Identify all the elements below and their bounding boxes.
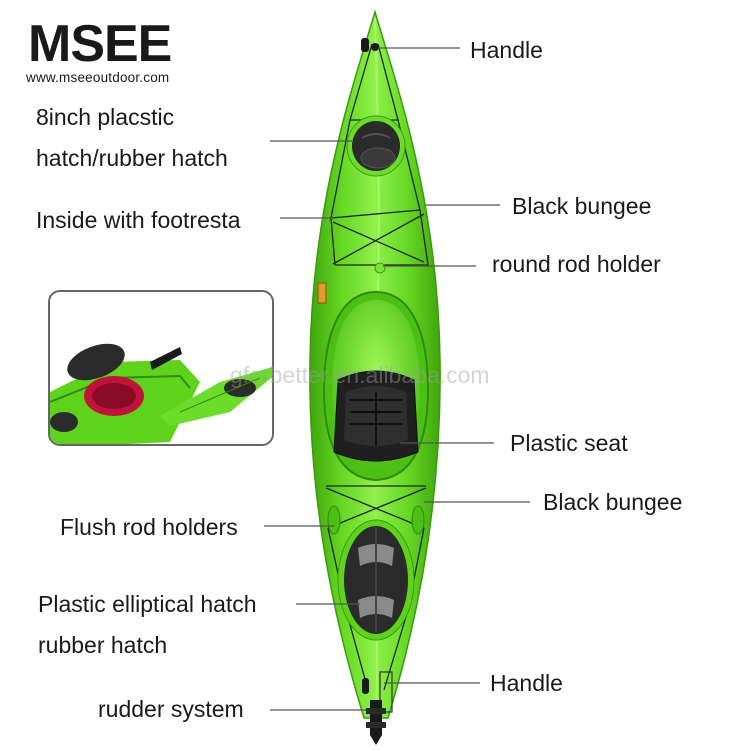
label-bungee-front: Black bungee	[512, 193, 652, 219]
rear-hatch	[337, 519, 415, 641]
watermark-text: gforbetter.en.alibaba.com	[230, 362, 490, 388]
label-handle-top: Handle	[470, 37, 543, 63]
label-elliptical-hatch-line1: Plastic elliptical hatch	[38, 591, 257, 617]
rudder-icon	[366, 700, 386, 745]
label-plastic-seat: Plastic seat	[510, 430, 628, 456]
pointer-lines	[264, 47, 530, 711]
round-rod-holder	[374, 262, 386, 274]
label-handle-bottom: Handle	[490, 670, 563, 696]
handle-top-icon	[361, 38, 379, 52]
label-flush-rod-holders: Flush rod holders	[60, 514, 238, 540]
brand-logo: MSEE	[28, 15, 172, 73]
reflector	[317, 282, 327, 304]
front-hatch	[346, 115, 406, 177]
label-hatch-8inch-line2: hatch/rubber hatch	[36, 145, 228, 171]
brand-website: www.mseeoutdoor.com	[26, 70, 170, 85]
flush-rod-holder	[327, 505, 341, 535]
plastic-seat	[333, 370, 419, 462]
front-bungee	[330, 43, 429, 266]
label-elliptical-hatch-line2: rubber hatch	[38, 632, 168, 658]
label-bungee-rear: Black bungee	[543, 489, 683, 515]
label-hatch-8inch-line1: 8inch placstic	[36, 104, 175, 130]
label-round-rod-holder: round rod holder	[492, 251, 661, 277]
label-footrest: Inside with footresta	[36, 207, 241, 233]
inset-detail-photo	[48, 290, 274, 446]
label-rudder-system: rudder system	[98, 696, 244, 722]
hatch-lid-icon	[67, 343, 125, 381]
